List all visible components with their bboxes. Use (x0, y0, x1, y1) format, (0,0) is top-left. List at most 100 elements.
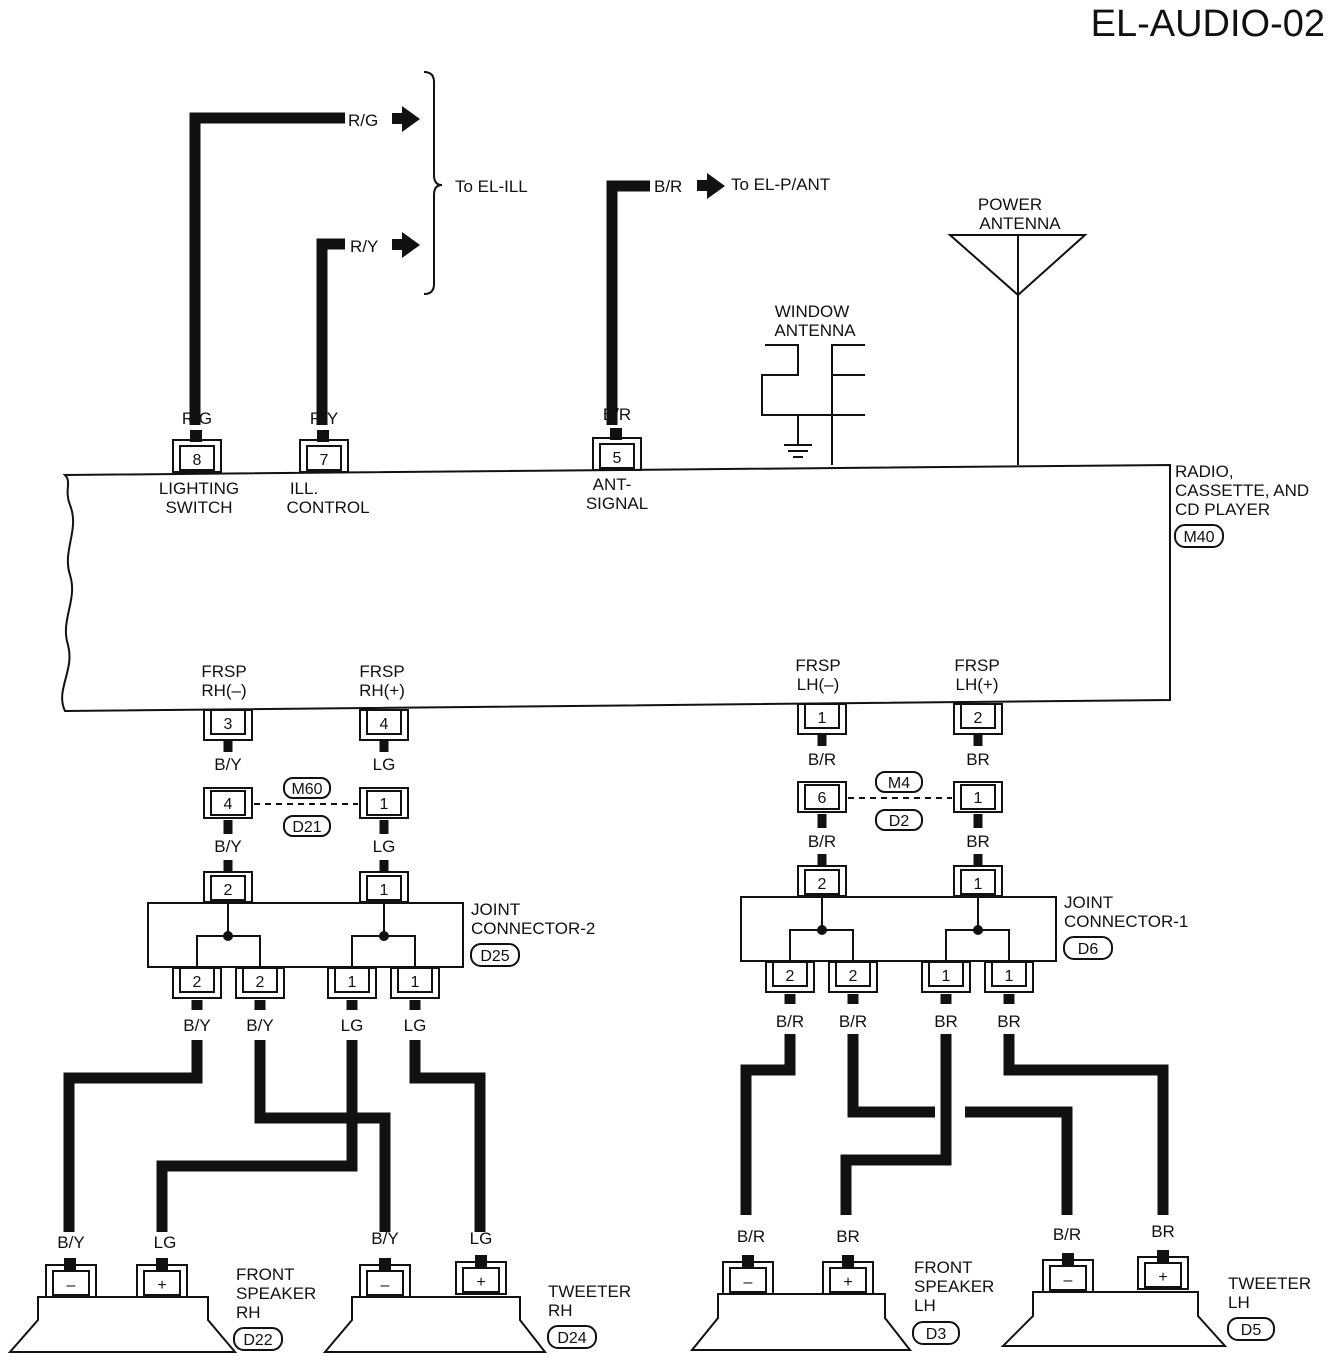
window-antenna-icon (761, 344, 865, 465)
svg-text:1: 1 (974, 790, 983, 807)
rh-speaker-wires (63, 1000, 486, 1232)
wire-label-b-r-6: B/R (1053, 1225, 1081, 1244)
jc2-splice-b (379, 931, 389, 941)
svg-text:1: 1 (942, 968, 951, 985)
wire-label-lg-2: LG (373, 837, 396, 856)
tag-d21: D21 (283, 815, 331, 837)
svg-text:D6: D6 (1078, 941, 1099, 958)
frsp-lh-plus-1: FRSP (954, 656, 999, 675)
jc2-label-1: JOINT (471, 900, 520, 919)
svg-text:–: – (1064, 1272, 1073, 1289)
svg-text:D2: D2 (889, 813, 910, 830)
svg-text:4: 4 (380, 716, 389, 733)
tag-m4: M4 (875, 771, 923, 793)
wire-label-br-6: BR (1151, 1222, 1175, 1241)
jc1-label-2: CONNECTOR-1 (1064, 912, 1188, 931)
front-rh-label-1: FRONT (236, 1265, 295, 1284)
wire-label-b-r-1: B/R (808, 750, 836, 769)
wire-label-br-3: BR (934, 1012, 958, 1031)
frsp-rh-plus-2: RH(+) (359, 681, 405, 700)
wire-label-br-2: BR (966, 832, 990, 851)
wire-label-b-y-4: B/Y (246, 1016, 273, 1035)
svg-text:+: + (157, 1277, 166, 1294)
wire-label-b-r-4: B/R (839, 1012, 867, 1031)
terminal-ill-control: 7 (299, 430, 349, 473)
power-antenna-label-1: POWER (978, 195, 1042, 214)
svg-text:M4: M4 (888, 775, 910, 792)
tweeter-lh-label-1: TWEETER (1228, 1274, 1311, 1293)
page-title: EL-AUDIO-02 (1091, 3, 1325, 45)
wire-label-br-4: BR (997, 1012, 1021, 1031)
svg-text:2: 2 (974, 710, 983, 727)
svg-text:7: 7 (320, 452, 329, 469)
tag-m60: M60 (283, 777, 331, 799)
radio-unit-body (61, 463, 1171, 713)
wire-label-br-5: BR (836, 1227, 860, 1246)
dest-el-p-ant: To EL-P/ANT (731, 175, 830, 194)
svg-text:1: 1 (348, 974, 357, 991)
svg-text:2: 2 (256, 974, 265, 991)
svg-text:+: + (1158, 1269, 1167, 1286)
lh-speaker-wires (740, 994, 1169, 1215)
svg-text:8: 8 (193, 452, 202, 469)
svg-text:+: + (843, 1274, 852, 1291)
svg-text:1: 1 (380, 796, 389, 813)
wire-label-b-r-5: B/R (737, 1227, 765, 1246)
svg-text:2: 2 (193, 974, 202, 991)
speaker-tweeter-rh: – + (322, 1255, 548, 1353)
svg-text:–: – (67, 1277, 76, 1294)
svg-text:D5: D5 (1241, 1322, 1262, 1339)
wire-label-r-g-bottom: R/G (182, 409, 212, 428)
jc2-label-2: CONNECTOR-2 (471, 919, 595, 938)
wire-label-br-1: BR (966, 750, 990, 769)
arrow-r-g (392, 106, 420, 132)
jc1-splice-a (817, 925, 827, 935)
frsp-lh-plus-2: LH(+) (956, 675, 999, 694)
front-rh-label-2: SPEAKER (236, 1284, 316, 1303)
tag-d3: D3 (912, 1321, 960, 1345)
lighting-label-2: SWITCH (165, 498, 232, 517)
radio-connector-tag: M40 (1174, 524, 1224, 548)
rh-short-wires (223, 740, 389, 872)
wire-label-b-r-ant-bottom: B/R (603, 405, 631, 424)
joint-connector-1 (740, 896, 1057, 962)
svg-text:D22: D22 (243, 1332, 272, 1349)
svg-text:6: 6 (818, 790, 827, 807)
inline-connector-lh-a: 6 (797, 781, 847, 813)
ill-label-1: ILL. (290, 479, 318, 498)
svg-text:4: 4 (224, 796, 233, 813)
tag-d25: D25 (470, 943, 520, 967)
frsp-rh-minus-2: RH(–) (201, 681, 246, 700)
wire-b-r-ant (606, 180, 650, 425)
svg-text:D25: D25 (480, 948, 509, 965)
jc2-top-pin-2: 2 (203, 871, 253, 903)
terminal-lighting: 8 (172, 430, 222, 473)
front-rh-label-3: RH (236, 1303, 261, 1322)
front-lh-label-1: FRONT (914, 1258, 973, 1277)
arrow-r-y (392, 232, 420, 258)
wire-label-r-y-bottom: R/Y (310, 409, 338, 428)
svg-text:1: 1 (1005, 968, 1014, 985)
terminal-frsp-rh-minus: 3 (203, 709, 253, 741)
svg-text:3: 3 (224, 716, 233, 733)
jc2-bottom-pins: 2 2 1 1 (172, 967, 440, 999)
frsp-rh-plus-1: FRSP (359, 662, 404, 681)
wire-label-r-y: R/Y (350, 237, 378, 256)
terminal-frsp-rh-plus: 4 (359, 709, 409, 741)
svg-text:D24: D24 (557, 1330, 586, 1347)
frsp-rh-minus-1: FRSP (201, 662, 246, 681)
jc1-splice-b (973, 925, 983, 935)
front-lh-label-3: LH (914, 1296, 936, 1315)
jc2-top-pin-1: 1 (359, 871, 409, 903)
radio-name-1: RADIO, (1175, 462, 1234, 481)
svg-text:2: 2 (224, 882, 233, 899)
jc1-label-1: JOINT (1064, 893, 1113, 912)
wire-label-b-r-2: B/R (808, 832, 836, 851)
joint-connector-2 (147, 902, 464, 968)
bracket (423, 71, 443, 295)
radio-name-2: CASSETTE, AND (1175, 481, 1309, 500)
svg-text:1: 1 (411, 974, 420, 991)
speaker-front-lh: – + (689, 1255, 913, 1351)
svg-text:1: 1 (818, 710, 827, 727)
